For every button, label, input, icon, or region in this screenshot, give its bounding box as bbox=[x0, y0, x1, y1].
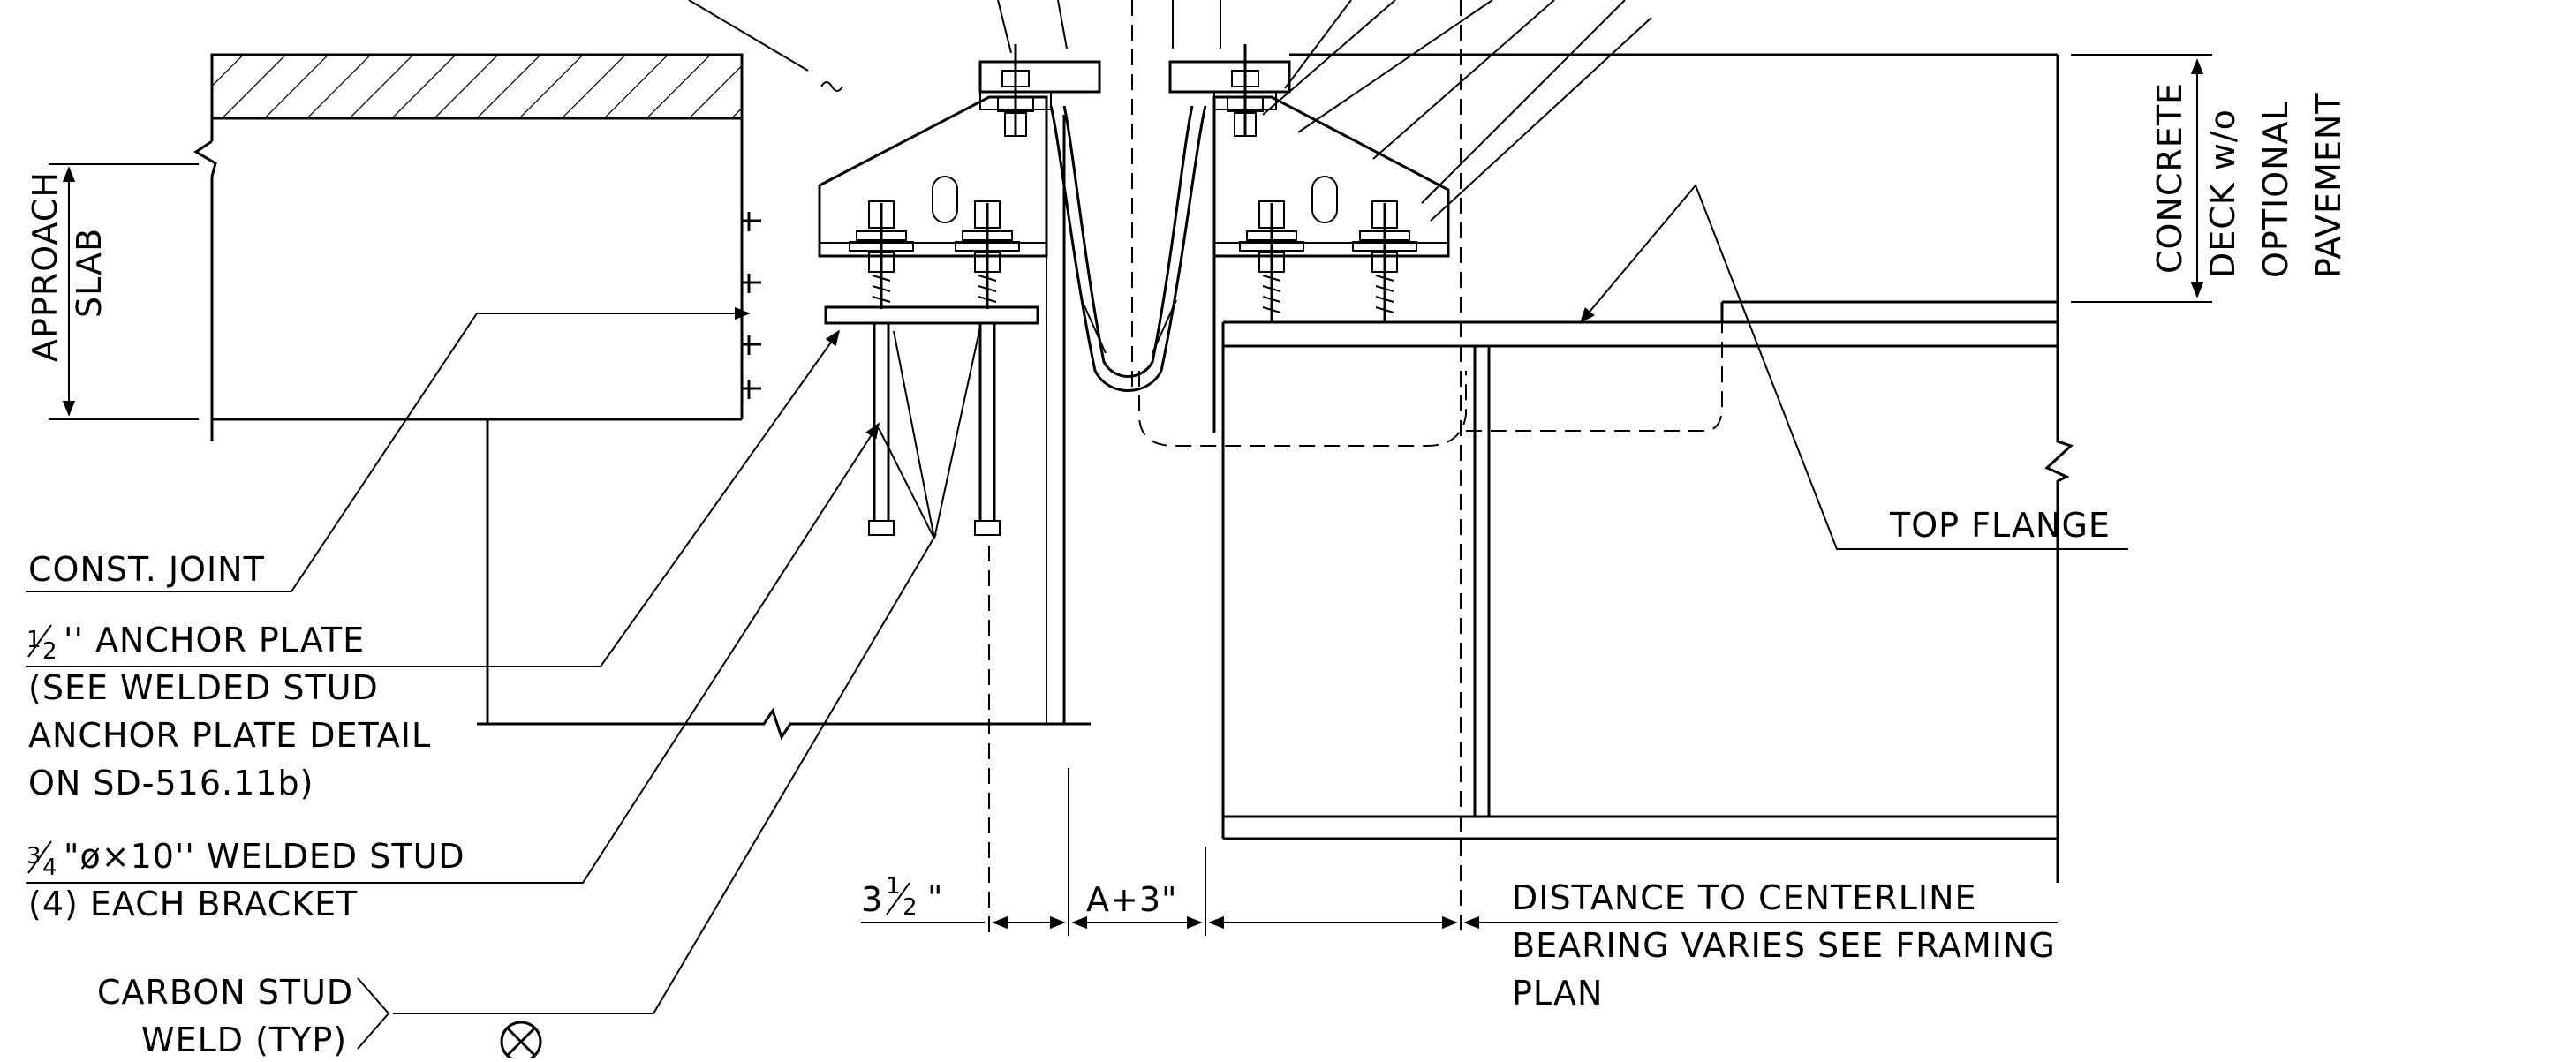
approach-slab-label-line2: SLAB bbox=[70, 228, 109, 318]
concrete-deck bbox=[1138, 53, 2074, 883]
anchor-plate-label: 1 2 '' ANCHOR PLATE (SEE WELDED STUD ANC… bbox=[26, 621, 431, 802]
anchor-plate-line1: '' ANCHOR PLATE bbox=[64, 621, 365, 659]
distance-note-line3: PLAN bbox=[1512, 974, 1603, 1013]
right-anchor-bolt-2 bbox=[1352, 200, 1417, 322]
right-anchor-bolt-1 bbox=[1239, 200, 1304, 322]
concrete-deck-label-line4: PAVEMENT bbox=[2309, 93, 2348, 279]
anchor-plate-frac-num: 1 bbox=[26, 627, 42, 653]
deck-depth-dimension bbox=[2071, 54, 2212, 303]
strip-seal-gland bbox=[1049, 105, 1207, 392]
bottom-dimensions bbox=[861, 768, 2058, 936]
anchor-plate-frac-den: 2 bbox=[42, 638, 58, 665]
concrete-deck-label-line3: OPTIONAL bbox=[2256, 101, 2295, 278]
welded-stud-frac-den: 4 bbox=[42, 855, 58, 881]
centerlines bbox=[988, 0, 1462, 936]
dim-left-whole: 3 bbox=[861, 880, 883, 919]
approach-slab-label-line1: APPROACH bbox=[26, 171, 64, 362]
welded-stud-label: 3 4 "ø×10'' WELDED STUD (4) EACH BRACKET bbox=[26, 837, 465, 923]
concrete-deck-label-line2: DECK w/o bbox=[2203, 109, 2242, 278]
left-anchor-bolt-1 bbox=[849, 200, 914, 309]
left-dimension-label: 3 1 2 " bbox=[861, 873, 943, 921]
const-joint-label: CONST. JOINT bbox=[28, 550, 265, 589]
welded-stud-line1: "ø×10'' WELDED STUD bbox=[64, 837, 465, 876]
concrete-deck-label-line1: CONCRETE bbox=[2150, 82, 2189, 274]
welded-stud-line2: (4) EACH BRACKET bbox=[28, 885, 358, 923]
dim-mid-label: A+3" bbox=[1086, 880, 1178, 919]
top-flange-label: TOP FLANGE bbox=[1889, 506, 2111, 545]
carbon-stud-label-line2: WELD (TYP) bbox=[141, 1021, 347, 1058]
approach-slab bbox=[49, 53, 1091, 741]
distance-note-line1: DISTANCE TO CENTERLINE bbox=[1512, 878, 1977, 917]
welded-stud-frac-num: 3 bbox=[26, 843, 42, 870]
left-anchor-bolt-2 bbox=[955, 200, 1020, 309]
distance-note-line2: BEARING VARIES SEE FRAMING bbox=[1512, 926, 2056, 965]
weld-symbol-icon bbox=[500, 1021, 542, 1062]
slab-anchor-studs bbox=[742, 212, 761, 399]
dim-left-num: 1 bbox=[886, 873, 902, 900]
steel-girder bbox=[1221, 320, 2058, 840]
anchor-plate-line2: (SEE WELDED STUD bbox=[28, 668, 379, 707]
left-welded-studs bbox=[868, 323, 1001, 536]
dim-left-den: 2 bbox=[903, 894, 918, 921]
anchor-plate-line4: ON SD-516.11b) bbox=[28, 764, 314, 802]
anchor-plate-line3: ANCHOR PLATE DETAIL bbox=[28, 716, 431, 755]
carbon-stud-label-line1: CARBON STUD bbox=[97, 973, 353, 1012]
left-bracket-assembly bbox=[818, 44, 1101, 724]
dim-left-suffix: " bbox=[927, 878, 943, 917]
right-bracket-assembly bbox=[1168, 44, 1450, 433]
leader-lines bbox=[26, 0, 2128, 1050]
